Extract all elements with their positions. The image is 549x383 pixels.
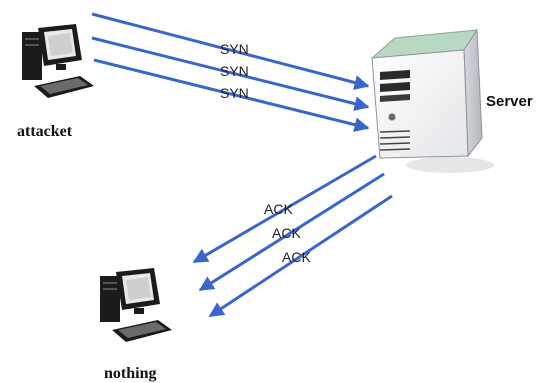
syn-arrow-1 [91,12,370,90]
server-tower-icon [370,28,494,173]
ack-arrow-2 [198,172,385,292]
ack-arrow-1 [192,154,377,264]
server-label: Server [486,93,533,110]
victim-label: nothing [104,365,156,382]
victim-computer-icon [100,268,172,342]
syn-arrow-3 [93,58,370,133]
syn-label-1: SYN [220,41,249,57]
syn-label-3: SYN [220,85,249,101]
ack-label-2: ACK [272,225,301,241]
syn-arrow-2 [91,36,370,112]
attacker-label: attacket [17,123,73,140]
syn-label-2: SYN [220,63,249,79]
attacker-computer-icon [22,24,94,98]
ack-label-3: ACK [282,249,311,265]
ack-arrow-3 [208,194,393,318]
ack-label-1: ACK [264,201,293,217]
